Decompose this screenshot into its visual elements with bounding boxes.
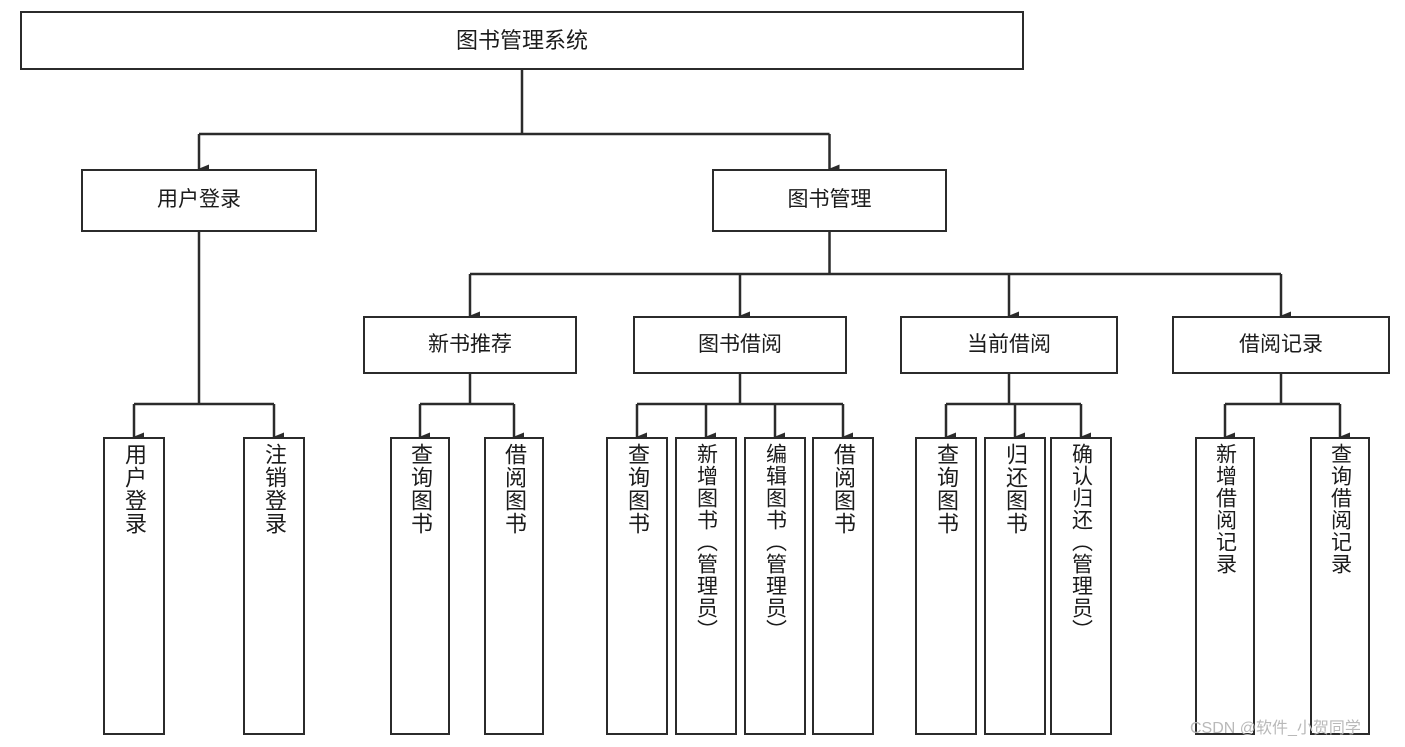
node-label: 借阅记录 <box>1239 332 1323 356</box>
node-user-login: 用户登录 <box>81 169 317 232</box>
node-book-manage: 图书管理 <box>712 169 947 232</box>
node-label: 查询图书 <box>934 443 959 535</box>
node-label: 编辑图书（管理员） <box>763 443 787 641</box>
node-book-borrow: 图书借阅 <box>633 316 847 374</box>
node-leaf-7: 编辑图书（管理员） <box>744 437 806 735</box>
node-leaf-1: 用户登录 <box>103 437 165 735</box>
node-leaf-2: 注销登录 <box>243 437 305 735</box>
node-label: 注销登录 <box>262 443 287 535</box>
node-new-book-rec: 新书推荐 <box>363 316 577 374</box>
node-label: 借阅图书 <box>831 443 856 535</box>
node-leaf-9: 查询图书 <box>915 437 977 735</box>
node-leaf-12: 新增借阅记录 <box>1195 437 1255 735</box>
node-label: 查询借阅记录 <box>1328 443 1352 575</box>
node-label: 图书借阅 <box>698 332 782 356</box>
node-label: 借阅图书 <box>502 443 527 535</box>
node-label: 确认归还（管理员） <box>1069 443 1093 641</box>
node-leaf-13: 查询借阅记录 <box>1310 437 1370 735</box>
node-leaf-3: 查询图书 <box>390 437 450 735</box>
node-label: 当前借阅 <box>967 332 1051 356</box>
node-label: 查询图书 <box>408 443 433 535</box>
node-root: 图书管理系统 <box>20 11 1024 70</box>
node-label: 用户登录 <box>157 188 241 212</box>
node-label: 新增图书（管理员） <box>694 443 718 641</box>
node-leaf-5: 查询图书 <box>606 437 668 735</box>
node-label: 归还图书 <box>1003 443 1028 535</box>
node-leaf-11: 确认归还（管理员） <box>1050 437 1112 735</box>
node-leaf-8: 借阅图书 <box>812 437 874 735</box>
node-borrow-record: 借阅记录 <box>1172 316 1390 374</box>
node-label: 用户登录 <box>122 443 147 535</box>
node-label: 查询图书 <box>625 443 650 535</box>
node-leaf-6: 新增图书（管理员） <box>675 437 737 735</box>
node-label: 图书管理 <box>787 188 872 212</box>
node-current-borrow: 当前借阅 <box>900 316 1118 374</box>
node-leaf-4: 借阅图书 <box>484 437 544 735</box>
node-label: 图书管理系统 <box>455 27 588 53</box>
node-leaf-10: 归还图书 <box>984 437 1046 735</box>
node-label: 新增借阅记录 <box>1213 443 1237 575</box>
node-label: 新书推荐 <box>428 332 512 356</box>
